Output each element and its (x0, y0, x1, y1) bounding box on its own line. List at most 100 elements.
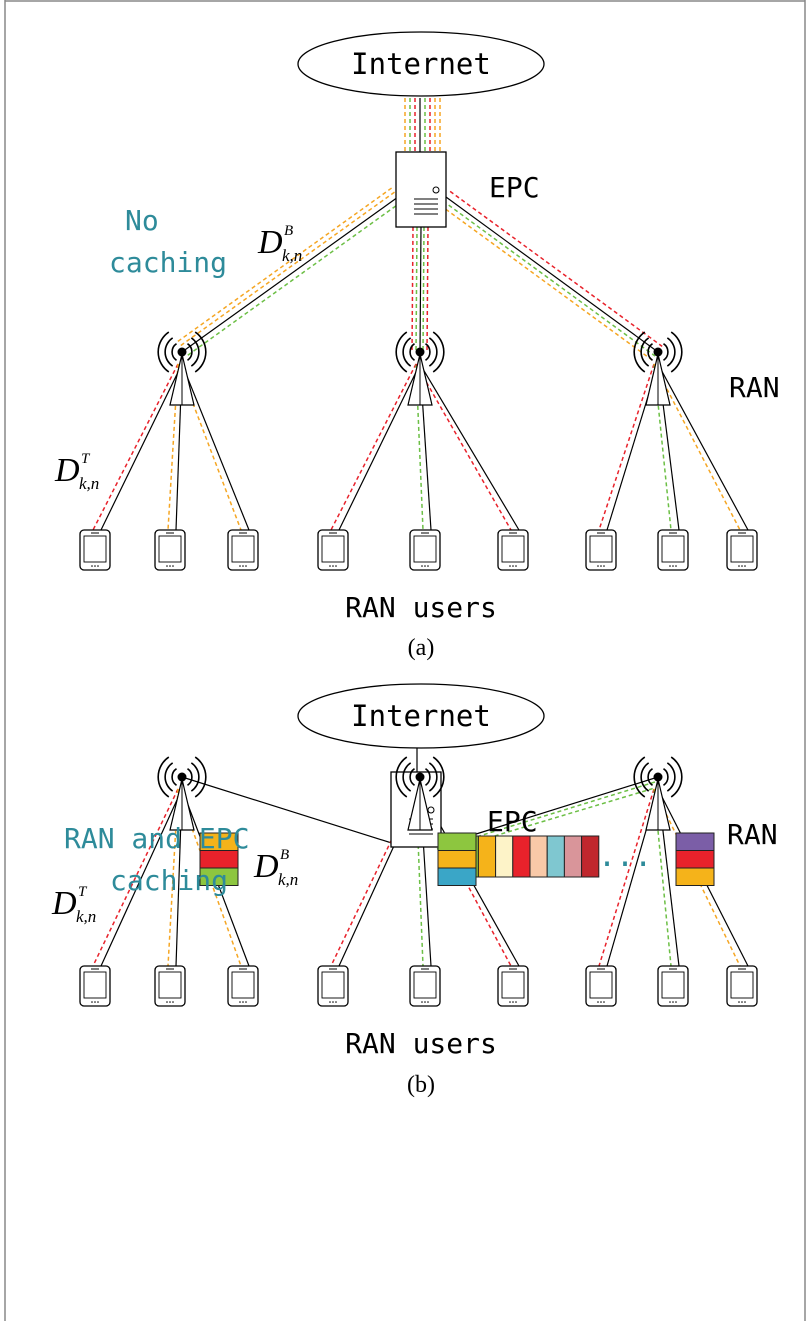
phone-screen (413, 971, 437, 999)
signal-wave-right (662, 343, 669, 361)
phone-button-dot (329, 1001, 331, 1003)
phone-button-dot (91, 565, 93, 567)
signal-wave-left (164, 762, 174, 792)
phone-button-dot (329, 565, 331, 567)
access-link-dashed (598, 363, 655, 531)
phone-button-dot (335, 1001, 337, 1003)
signal-wave-left (395, 756, 408, 798)
phone-button-dot (239, 1001, 241, 1003)
signal-wave-right (670, 756, 683, 798)
signal-wave-left (402, 337, 412, 367)
phone-screen (231, 971, 255, 999)
phone-button-dot (242, 1001, 244, 1003)
signal-wave-right (662, 768, 669, 786)
signal-wave-left (640, 762, 650, 792)
phone-screen (661, 971, 685, 999)
backhaul-link (439, 204, 653, 361)
smartphone-icon (497, 529, 529, 571)
phone-button-dot (509, 1001, 511, 1003)
backhaul-link (426, 227, 429, 353)
signal-wave-right (428, 337, 438, 367)
phone-button-dot (744, 565, 746, 567)
phone-button-dot (421, 1001, 423, 1003)
signal-wave-left (647, 768, 654, 786)
cached-content-block (437, 832, 477, 851)
phone-button-dot (332, 565, 334, 567)
panel-b-users-label: RAN users (345, 1027, 497, 1060)
phone-screen (501, 535, 525, 563)
server-led (427, 806, 435, 814)
signal-wave-right (670, 331, 683, 373)
cached-content-block (675, 850, 715, 869)
backhaul-link (442, 200, 656, 357)
phone-screen (501, 971, 525, 999)
panel-b-ran-label: RAN (727, 818, 778, 851)
phone-button-dot (97, 1001, 99, 1003)
panel-a-users-label: RAN users (345, 591, 497, 624)
smartphone-icon (317, 529, 349, 571)
scenario-label-line1: No (125, 204, 159, 237)
signal-wave-left (157, 756, 170, 798)
smartphone-icon (497, 965, 529, 1007)
signal-wave-left (171, 768, 178, 786)
phone-button-dot (172, 565, 174, 567)
panel-b-ellipsis: ... (598, 839, 652, 874)
antenna-icon (157, 756, 207, 831)
signal-wave-right (666, 337, 676, 367)
signal-wave-right (186, 343, 193, 361)
phone-button-dot (91, 1001, 93, 1003)
access-link-dashed (653, 363, 741, 531)
phone-button-dot (94, 1001, 96, 1003)
signal-wave-right (424, 768, 431, 786)
delay-subscript: k,n (79, 474, 99, 493)
phone-screen (158, 971, 182, 999)
phone-button-dot (97, 565, 99, 567)
access-link (100, 363, 183, 531)
antenna-node (415, 772, 425, 782)
signal-wave-right (194, 331, 207, 373)
antenna-node (415, 347, 425, 357)
phone-button-dot (245, 565, 247, 567)
internet-cloud (297, 683, 545, 749)
signal-wave-right (428, 762, 438, 792)
ran-cache-stack (199, 832, 239, 886)
delay-symbol: D (51, 885, 77, 922)
backhaul-link (185, 201, 402, 358)
smartphone-icon (726, 965, 758, 1007)
phone-button-dot (512, 565, 514, 567)
cached-content-block (199, 867, 239, 886)
signal-wave-left (395, 331, 408, 373)
delay-subscript: k,n (278, 870, 298, 889)
smartphone-icon (227, 965, 259, 1007)
backhaul-link (449, 190, 663, 347)
phone-screen (730, 535, 754, 563)
smartphone-icon (409, 965, 441, 1007)
smartphone-icon (657, 965, 689, 1007)
smartphone-icon (227, 529, 259, 571)
phone-button-dot (741, 565, 743, 567)
phone-button-dot (512, 1001, 514, 1003)
phone-button-dot (738, 1001, 740, 1003)
phone-screen (589, 535, 613, 563)
cached-content-block (581, 835, 600, 878)
smartphone-icon (154, 529, 186, 571)
access-link-dashed (92, 788, 179, 967)
antenna-node (653, 772, 663, 782)
phone-button-dot (424, 565, 426, 567)
access-link (657, 363, 749, 531)
smartphone-icon (585, 529, 617, 571)
smartphone-icon (79, 965, 111, 1007)
phone-button-dot (509, 565, 511, 567)
phone-button-dot (600, 565, 602, 567)
phone-button-dot (597, 565, 599, 567)
phone-screen (231, 535, 255, 563)
backhaul-link (445, 196, 659, 353)
signal-wave-right (424, 343, 431, 361)
phone-button-dot (515, 1001, 517, 1003)
phone-screen (321, 535, 345, 563)
cached-content-block (437, 850, 477, 869)
delay-subscript: k,n (76, 907, 96, 926)
